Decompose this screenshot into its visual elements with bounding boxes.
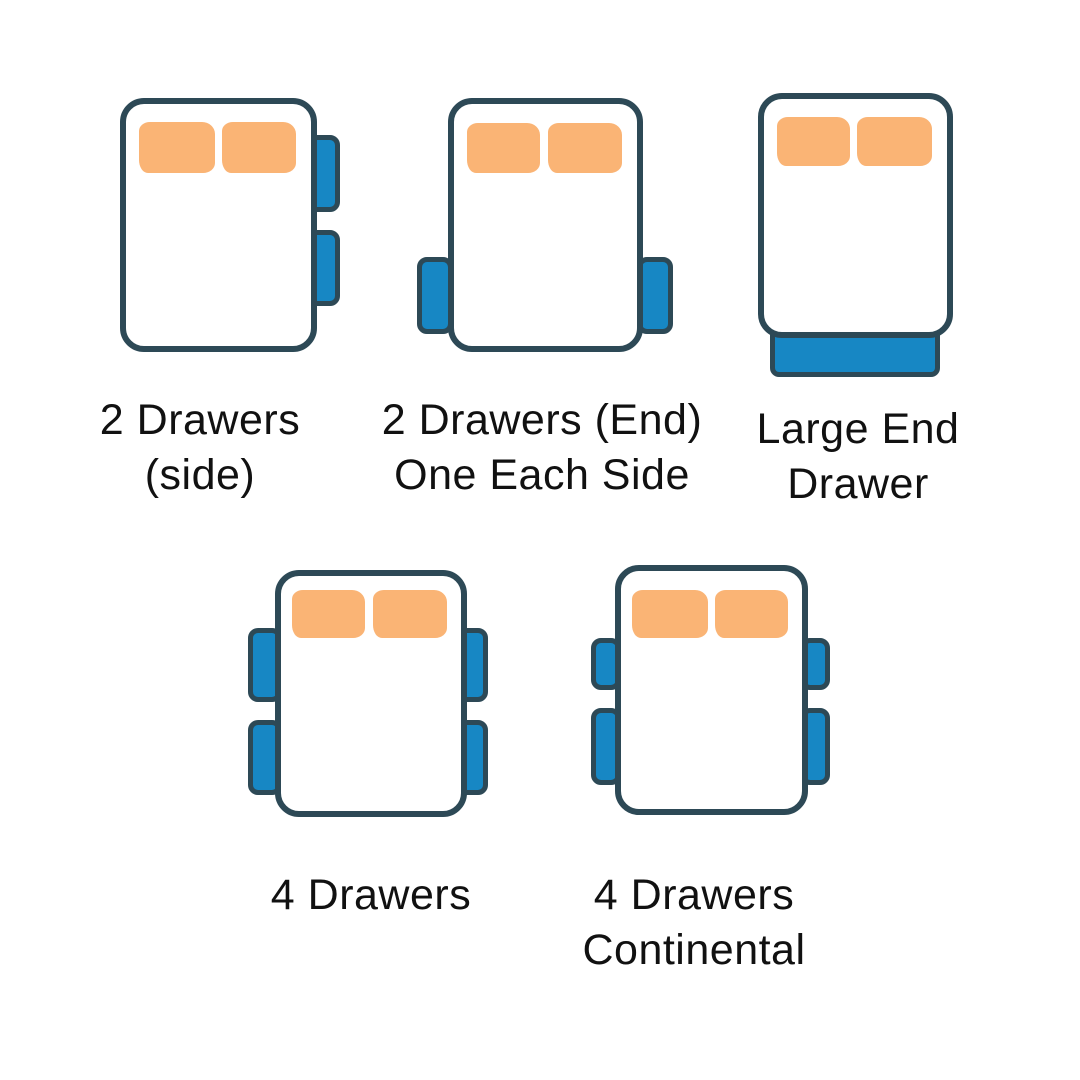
figure-label-line: One Each Side <box>394 451 690 499</box>
figure-label: 4 Drawers Continental <box>582 868 805 978</box>
pillow-icon <box>139 122 215 173</box>
pillow-icon <box>548 123 622 173</box>
figure-label: 2 Drawers (side) <box>100 393 300 503</box>
figure-label-line: 4 Drawers <box>593 871 795 919</box>
pillow-icon <box>222 122 296 173</box>
figure-label-line: 2 Drawers <box>99 396 301 444</box>
pillow-icon <box>715 590 788 638</box>
figure-label-line: 2 Drawers (End) <box>381 396 703 444</box>
pillow-icon <box>777 117 850 166</box>
figure-label-line: (side) <box>144 451 256 499</box>
figure-label-line: Drawer <box>787 460 929 508</box>
pillow-icon <box>373 590 447 638</box>
figure-label-line: 4 Drawers <box>270 871 472 919</box>
pillow-icon <box>467 123 540 173</box>
figure-label: 4 Drawers <box>271 868 471 923</box>
pillow-icon <box>632 590 708 638</box>
figure-label: Large End Drawer <box>757 402 960 512</box>
pillow-icon <box>292 590 365 638</box>
figure-label-line: Continental <box>582 926 806 974</box>
pillow-icon <box>857 117 932 166</box>
figure-label: 2 Drawers (End) One Each Side <box>382 393 703 503</box>
figure-label-line: Large End <box>756 405 960 453</box>
